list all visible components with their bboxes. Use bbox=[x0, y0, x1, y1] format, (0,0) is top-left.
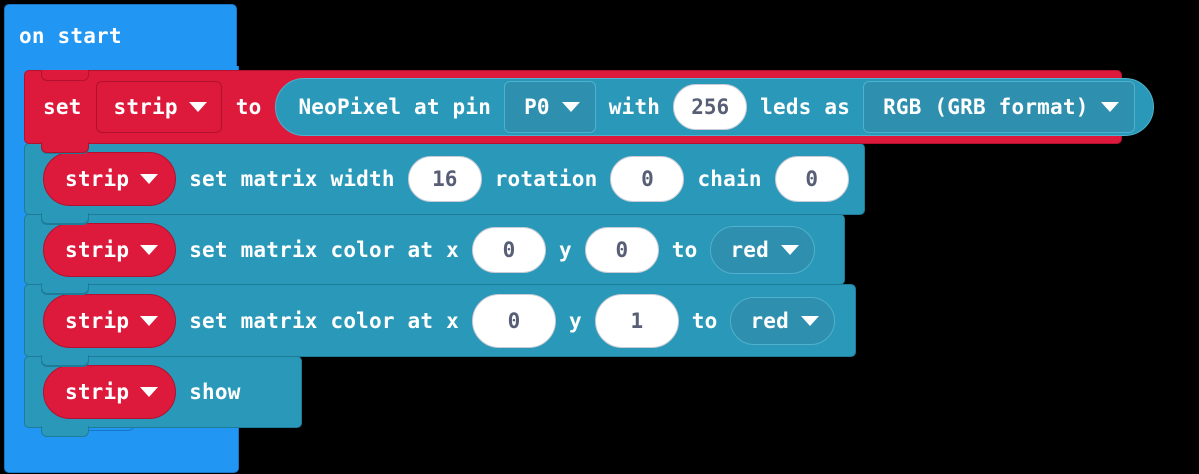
chevron-down-icon bbox=[801, 315, 819, 326]
on-start-label: on start bbox=[19, 24, 122, 48]
block-set-matrix-color-0-1[interactable]: strip set matrix color at x 0 y 1 to red bbox=[24, 284, 856, 366]
chevron-down-icon bbox=[781, 244, 799, 255]
matrix-x-input[interactable]: 0 bbox=[471, 226, 546, 273]
on-start-block-header[interactable]: on start bbox=[4, 4, 237, 68]
rgb-mode-value-label: RGB (GRB format) bbox=[883, 95, 1089, 119]
rotation-input[interactable]: 0 bbox=[610, 156, 685, 202]
chain-input[interactable]: 0 bbox=[774, 156, 849, 202]
show-label: show bbox=[189, 380, 241, 404]
block-set-variable[interactable]: set strip to NeoPixel at pin P0 with 256… bbox=[24, 70, 1154, 153]
block-set-matrix-width[interactable]: strip set matrix width 16 rotation 0 cha… bbox=[24, 143, 865, 224]
variable-name-label: strip bbox=[65, 308, 130, 333]
leds-count-input[interactable]: 256 bbox=[673, 84, 748, 130]
set-matrix-width-label: set matrix width bbox=[189, 167, 395, 191]
chevron-down-icon bbox=[188, 102, 207, 112]
chevron-down-icon bbox=[140, 244, 159, 255]
matrix-width-input[interactable]: 16 bbox=[407, 156, 482, 202]
set-matrix-color-label: set matrix color at x bbox=[189, 308, 459, 333]
color-dropdown[interactable]: red bbox=[730, 296, 835, 345]
rotation-label: rotation bbox=[494, 167, 598, 191]
y-label: y bbox=[558, 237, 572, 262]
chevron-down-icon bbox=[140, 387, 159, 397]
variable-name-label: strip bbox=[65, 167, 130, 191]
variable-reporter-strip[interactable]: strip bbox=[43, 293, 177, 348]
with-keyword-label: with bbox=[608, 95, 661, 119]
to-label: to bbox=[671, 237, 698, 262]
y-label: y bbox=[568, 308, 582, 333]
matrix-x-input[interactable]: 0 bbox=[471, 293, 556, 348]
chevron-down-icon bbox=[561, 102, 580, 112]
leds-as-label: leds as bbox=[760, 95, 851, 119]
to-label: to bbox=[691, 308, 718, 333]
color-dropdown[interactable]: red bbox=[710, 225, 815, 274]
variable-reporter-strip[interactable]: strip bbox=[43, 152, 177, 206]
color-value-label: red bbox=[750, 308, 789, 333]
set-matrix-color-label: set matrix color at x bbox=[189, 237, 459, 262]
neopixel-at-pin-label: NeoPixel at pin bbox=[298, 95, 492, 119]
variable-name-label: strip bbox=[65, 380, 130, 404]
rgb-mode-dropdown[interactable]: RGB (GRB format) bbox=[863, 81, 1135, 133]
set-keyword-label: set bbox=[43, 95, 82, 119]
pin-value-label: P0 bbox=[524, 95, 550, 119]
variable-name-label: strip bbox=[113, 95, 178, 119]
variable-name-label: strip bbox=[65, 237, 130, 262]
variable-dropdown-strip[interactable]: strip bbox=[95, 81, 222, 133]
reporter-neopixel-create[interactable]: NeoPixel at pin P0 with 256 leds as RGB … bbox=[275, 78, 1154, 136]
chevron-down-icon bbox=[140, 315, 159, 326]
variable-reporter-strip[interactable]: strip bbox=[43, 365, 177, 419]
variable-reporter-strip[interactable]: strip bbox=[43, 222, 177, 277]
block-show[interactable]: strip show bbox=[24, 356, 302, 437]
matrix-y-input[interactable]: 1 bbox=[594, 293, 679, 348]
block-set-matrix-color-0-0[interactable]: strip set matrix color at x 0 y 0 to red bbox=[24, 214, 845, 294]
to-keyword-label: to bbox=[235, 95, 262, 119]
chevron-down-icon bbox=[1100, 102, 1119, 112]
matrix-y-input[interactable]: 0 bbox=[584, 226, 659, 273]
color-value-label: red bbox=[730, 237, 769, 262]
chevron-down-icon bbox=[140, 174, 159, 184]
pin-dropdown[interactable]: P0 bbox=[504, 81, 596, 133]
chain-label: chain bbox=[697, 167, 762, 191]
